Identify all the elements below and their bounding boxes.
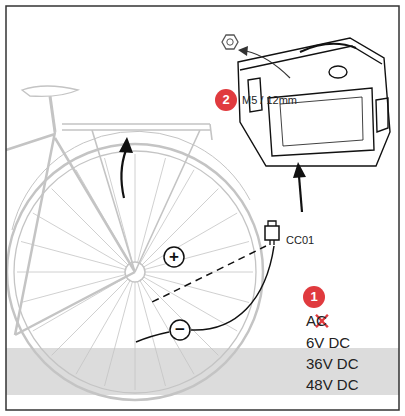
battery-drawing — [238, 38, 390, 166]
insert-arrow — [299, 176, 302, 212]
bicycle-drawing — [22, 86, 78, 96]
nut-symbol — [222, 35, 238, 49]
figure-frame — [6, 6, 399, 410]
battery-drawing — [240, 46, 382, 70]
bicycle-drawing — [50, 96, 55, 132]
polarity-circle — [170, 320, 190, 340]
bolt-size: M5 / 12mm — [242, 94, 297, 106]
battery-drawing — [329, 66, 347, 78]
callout-circle — [215, 89, 237, 111]
voltage-option: AC — [306, 313, 327, 330]
negative-wire — [191, 246, 274, 330]
battery-drawing — [300, 44, 356, 52]
positive-wire — [148, 246, 266, 304]
nut-symbol — [222, 35, 238, 49]
mount-arrow — [121, 150, 126, 198]
polarity-sign: − — [175, 321, 185, 340]
connector-symbol — [268, 221, 276, 245]
bicycle-drawing — [62, 124, 212, 272]
mount-arrow — [119, 137, 133, 153]
polarity-circle — [164, 247, 184, 267]
nut-symbol — [227, 39, 233, 45]
ground-band — [6, 348, 399, 395]
battery-drawing — [376, 98, 388, 132]
voltage-option: 36V DC — [306, 356, 359, 373]
callout-circle — [303, 286, 325, 308]
bicycle-drawing — [6, 86, 263, 400]
mount-arrow — [119, 137, 133, 198]
voltage-option: 6V DC — [306, 335, 350, 352]
connector-symbol — [265, 221, 279, 245]
negative-wire — [136, 332, 169, 342]
connector-name: CC01 — [286, 234, 314, 246]
polarity-sign: + — [169, 248, 179, 267]
battery-drawing — [238, 38, 390, 166]
remove-arrow — [238, 46, 290, 78]
connector-symbol — [265, 226, 279, 240]
insert-arrow — [293, 162, 306, 212]
callout-number: 1 — [310, 290, 317, 304]
callout-number: 2 — [222, 93, 229, 107]
bicycle-drawing — [12, 131, 250, 230]
bicycle-drawing — [6, 132, 135, 335]
remove-arrow — [238, 46, 248, 56]
remove-arrow — [246, 51, 290, 78]
insert-arrow — [293, 162, 306, 178]
voltage-option: 48V DC — [306, 377, 359, 394]
